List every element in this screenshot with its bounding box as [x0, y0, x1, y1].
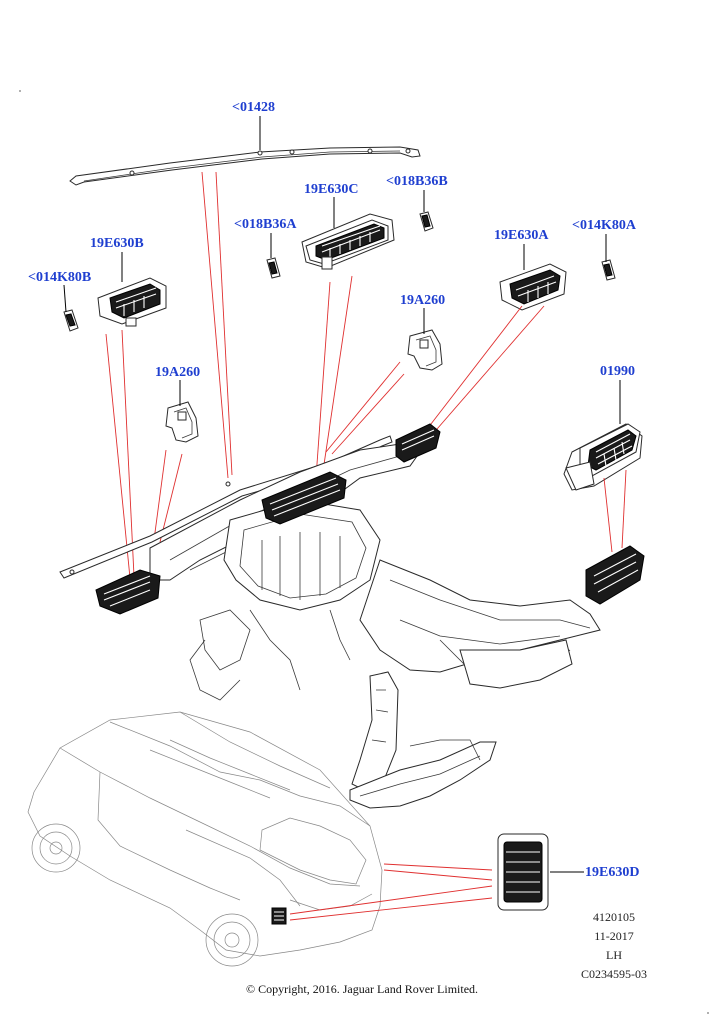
red-guide: [153, 449, 167, 541]
red-guide: [289, 897, 493, 921]
clip-018B36B[interactable]: [419, 211, 434, 232]
red-guide: [159, 453, 183, 543]
red-guide: [105, 333, 131, 579]
copyright-notice: © Copyright, 2016. Jaguar Land Rover Lim…: [245, 982, 479, 996]
callout-018B36B[interactable]: <018B36B: [386, 174, 448, 189]
vent-19E630D[interactable]: [497, 833, 549, 911]
diagram-metadata: 4120105 11-2017 LH C0234595-03: [564, 908, 664, 984]
red-guide: [121, 329, 135, 577]
trim-strip-part[interactable]: [69, 146, 421, 186]
corner-mark: [19, 90, 21, 92]
red-guide: [603, 477, 613, 553]
red-guide: [321, 275, 353, 479]
red-guide: [331, 373, 405, 455]
red-guide: [383, 863, 493, 871]
metadata-line: 11-2017: [594, 929, 634, 943]
callout-19E630C[interactable]: 19E630C: [304, 182, 359, 197]
vent-19E630B[interactable]: [97, 277, 167, 327]
metadata-line: 4120105: [593, 910, 635, 924]
vent-19E630C[interactable]: [301, 213, 395, 270]
callout-01428[interactable]: <01428: [232, 100, 275, 115]
callout-19E630B[interactable]: 19E630B: [90, 236, 144, 251]
callout-19A260-left[interactable]: 19A260: [155, 365, 201, 380]
callout-19A260-right[interactable]: 19A260: [400, 293, 446, 308]
callout-19E630A[interactable]: 19E630A: [494, 228, 549, 243]
red-guide: [215, 171, 233, 476]
metadata-line: C0234595-03: [581, 967, 647, 981]
red-guide: [621, 469, 627, 549]
dashboard-duct-assembly: [59, 423, 645, 809]
red-guide: [315, 281, 331, 479]
vent-01990[interactable]: [563, 423, 643, 491]
vehicle-outline: [27, 711, 383, 967]
corner-mark: [707, 1012, 709, 1014]
callout-014K80A[interactable]: <014K80A: [572, 218, 636, 233]
red-guide: [423, 305, 545, 445]
vent-19E630A[interactable]: [499, 263, 567, 311]
clip-014K80A[interactable]: [601, 259, 616, 281]
leader-014K80B: [63, 284, 67, 313]
clip-014K80B[interactable]: [63, 309, 79, 332]
metadata-line: LH: [606, 948, 622, 962]
callout-19E630D[interactable]: 19E630D: [585, 865, 640, 880]
red-guide: [413, 305, 523, 447]
red-guide: [289, 885, 493, 915]
callout-01990[interactable]: 01990: [600, 364, 635, 379]
red-guide: [325, 361, 401, 453]
callout-014K80B[interactable]: <014K80B: [28, 270, 92, 285]
red-guide: [383, 869, 493, 881]
bracket-19A260-right[interactable]: [407, 329, 443, 371]
bracket-19A260-left[interactable]: [165, 401, 199, 443]
red-guide: [201, 171, 229, 479]
callout-018B36A[interactable]: <018B36A: [234, 217, 297, 232]
clip-018B36A[interactable]: [266, 257, 281, 279]
